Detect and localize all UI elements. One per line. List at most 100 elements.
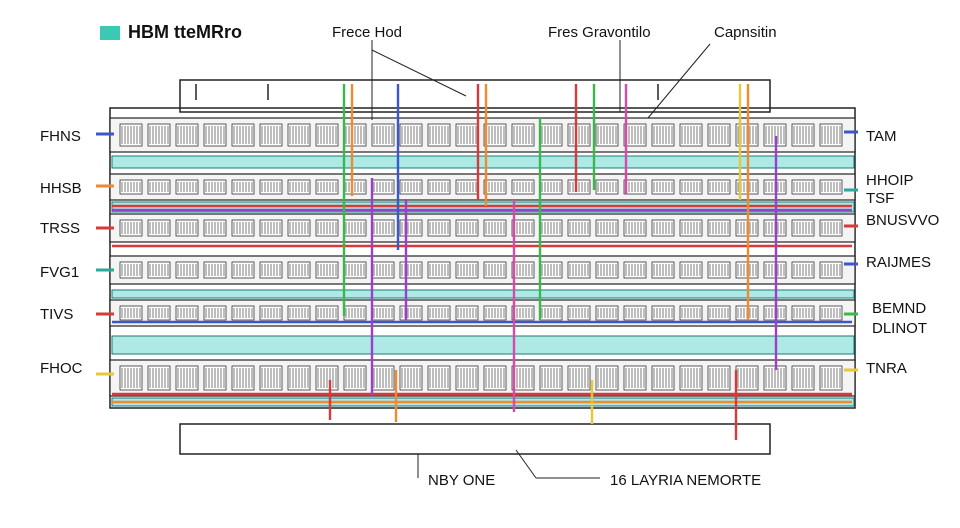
memory-cell (483, 261, 507, 279)
memory-cell (259, 261, 283, 279)
memory-cell (119, 179, 143, 195)
memory-cell (427, 305, 451, 321)
left-label-3: TRSS (40, 220, 81, 237)
memory-cell (679, 219, 703, 237)
memory-cell (623, 179, 647, 195)
memory-cell (595, 305, 619, 321)
memory-cell (427, 219, 451, 237)
memory-layer (109, 117, 856, 153)
memory-cell (147, 179, 171, 195)
memory-cell (595, 365, 619, 391)
memory-cell (343, 179, 367, 195)
memory-cell (651, 261, 675, 279)
memory-cell (623, 261, 647, 279)
memory-cell (539, 261, 563, 279)
memory-cell (567, 219, 591, 237)
memory-cell (595, 219, 619, 237)
memory-cell (119, 365, 143, 391)
cyan-bus (111, 335, 855, 355)
memory-cell (791, 179, 815, 195)
memory-cell (679, 179, 703, 195)
memory-cell (539, 123, 563, 147)
memory-cell (511, 365, 535, 391)
memory-cell (147, 305, 171, 321)
memory-cell (287, 123, 311, 147)
memory-cell (679, 123, 703, 147)
memory-cell (539, 305, 563, 321)
memory-cell (399, 179, 423, 195)
top-label-3: Capnsitin (714, 24, 777, 41)
memory-cell (791, 365, 815, 391)
memory-cell (315, 179, 339, 195)
memory-cell (427, 179, 451, 195)
memory-cell (651, 305, 675, 321)
memory-cell (147, 365, 171, 391)
memory-cell (287, 261, 311, 279)
memory-cell (315, 219, 339, 237)
memory-cell (399, 123, 423, 147)
memory-cell (399, 219, 423, 237)
memory-cell (455, 365, 479, 391)
memory-cell (119, 219, 143, 237)
memory-cell (819, 261, 843, 279)
right-label-6: BEMND (872, 300, 927, 317)
right-label-7: DLINOT (872, 320, 928, 337)
memory-cell (679, 305, 703, 321)
memory-cell (539, 179, 563, 195)
right-label-4: BNUSVVO (866, 212, 940, 229)
memory-cell (483, 179, 507, 195)
memory-cell (287, 365, 311, 391)
memory-cell (259, 123, 283, 147)
memory-cell (567, 305, 591, 321)
memory-cell (259, 219, 283, 237)
memory-cell (567, 123, 591, 147)
memory-cell (707, 123, 731, 147)
memory-cell (371, 179, 395, 195)
memory-cell (707, 305, 731, 321)
memory-cell (651, 219, 675, 237)
memory-cell (483, 123, 507, 147)
memory-cell (819, 179, 843, 195)
memory-cell (539, 219, 563, 237)
memory-cell (119, 123, 143, 147)
legend-swatch (100, 25, 120, 40)
memory-cell (707, 365, 731, 391)
memory-cell (371, 365, 395, 391)
diagram-title: HBM tteMRro (128, 22, 242, 42)
leader-line (647, 43, 711, 119)
memory-cell (203, 365, 227, 391)
memory-cell (595, 261, 619, 279)
memory-cell (483, 219, 507, 237)
memory-cell (707, 179, 731, 195)
memory-cell (371, 219, 395, 237)
memory-cell (119, 261, 143, 279)
left-label-1: FHNS (40, 128, 81, 145)
right-label-1: TAM (866, 128, 897, 145)
memory-cell (651, 365, 675, 391)
memory-cell (567, 365, 591, 391)
memory-cell (427, 261, 451, 279)
memory-layer (109, 173, 856, 201)
memory-cell (371, 123, 395, 147)
memory-cell (203, 123, 227, 147)
memory-cell (511, 305, 535, 321)
right-label-5: RAIJMES (866, 254, 932, 271)
memory-cell (707, 261, 731, 279)
memory-cell (623, 123, 647, 147)
right-label-3: TSF (866, 190, 895, 207)
memory-cell (791, 305, 815, 321)
memory-cell (175, 179, 199, 195)
left-label-6: FHOC (40, 360, 83, 377)
memory-cell (287, 219, 311, 237)
memory-cell (315, 305, 339, 321)
memory-cell (203, 305, 227, 321)
top-frame (179, 79, 771, 113)
memory-cell (147, 123, 171, 147)
memory-layer (109, 359, 856, 397)
memory-cell (315, 261, 339, 279)
memory-cell (315, 365, 339, 391)
cyan-bus (111, 289, 855, 299)
memory-cell (483, 365, 507, 391)
memory-cell (651, 123, 675, 147)
